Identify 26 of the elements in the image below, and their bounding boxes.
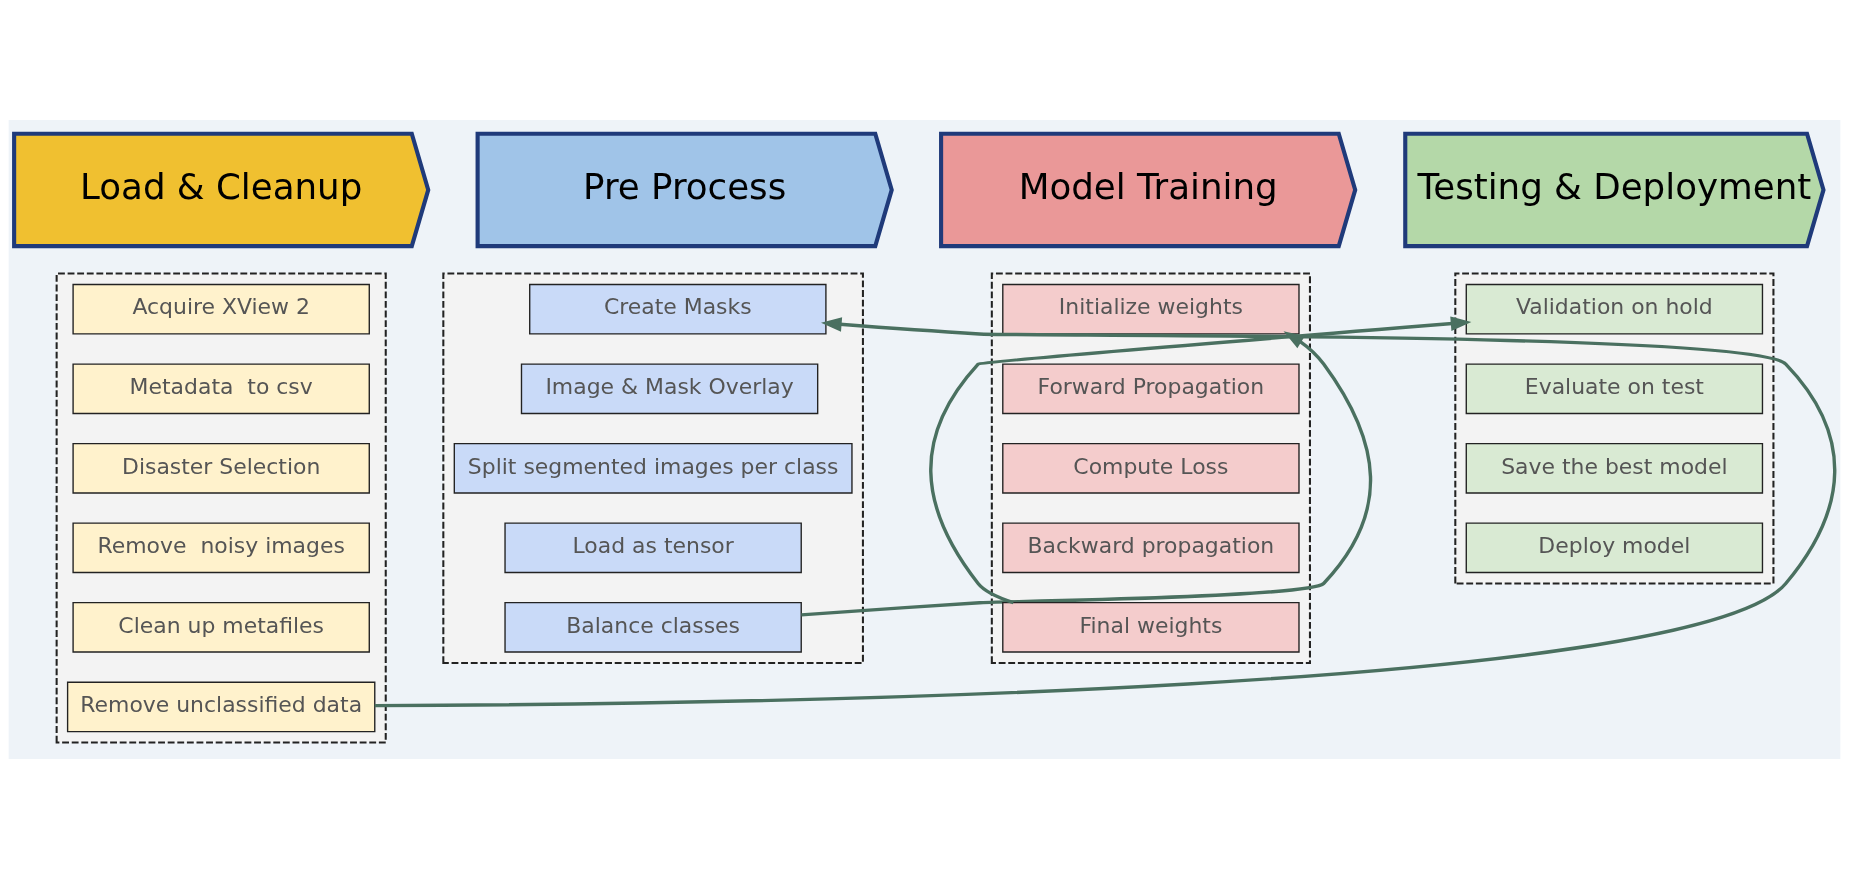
node-box: Remove noisy images <box>72 522 370 574</box>
node-box: Balance classes <box>504 602 802 653</box>
arrow <box>374 317 1836 708</box>
node-box: Validation on hold <box>1465 283 1764 335</box>
cluster <box>442 272 864 665</box>
arrow <box>929 316 1472 605</box>
node-box: Create Masks <box>529 283 827 335</box>
node-box: Metadata to csv <box>72 363 370 415</box>
cluster <box>1454 272 1775 585</box>
node-box: Acquire XView 2 <box>72 283 370 335</box>
cluster <box>55 272 387 744</box>
node-box: Final weights <box>1002 602 1300 653</box>
node-box: Initialize weights <box>1002 283 1300 335</box>
node-box: Compute Loss <box>1002 442 1300 494</box>
node-box: Backward propagation <box>1002 522 1300 574</box>
node-box: Split segmented images per class <box>453 442 853 494</box>
node-box: Deploy model <box>1465 522 1764 574</box>
node-box: Disaster Selection <box>72 442 370 494</box>
node-box: Evaluate on test <box>1465 363 1764 415</box>
node-box: Forward Propagation <box>1002 363 1300 415</box>
node-box: Load as tensor <box>504 522 802 574</box>
node-box: Image & Mask Overlay <box>520 363 819 415</box>
cluster <box>990 272 1311 665</box>
node-box: Remove unclassified data <box>66 681 376 733</box>
node-box: Clean up metafiles <box>72 602 370 653</box>
node-box: Save the best model <box>1465 442 1764 494</box>
